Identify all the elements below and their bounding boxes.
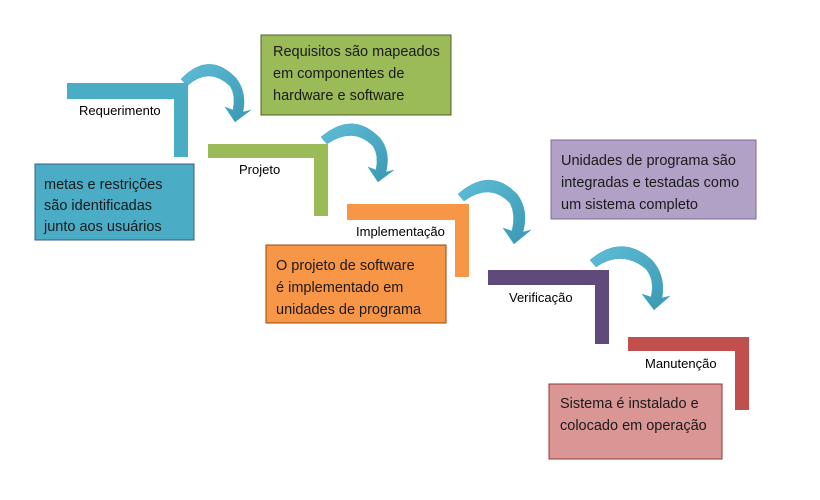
curved-arrow-3 (457, 179, 532, 245)
description-box-verificacao: Unidades de programa são integradas e te… (550, 139, 757, 220)
stage-label-implementacao: Implementação (356, 224, 445, 239)
box-bg-requerimento (34, 163, 195, 241)
box-line: Sistema é instalado e (560, 396, 699, 412)
box-line: integradas e testadas como (561, 175, 739, 191)
stage-label-requerimento: Requerimento (79, 103, 161, 118)
box-bg-verificacao (550, 139, 757, 220)
box-line: hardware e software (273, 88, 404, 104)
box-line: O projeto de software (276, 258, 415, 274)
connector-h-manutencao (628, 337, 749, 351)
description-box-implementacao: O projeto de software é implementado em … (265, 244, 447, 324)
box-bg-manutencao (548, 383, 723, 460)
box-bg-implementacao (265, 244, 447, 324)
connector-v-implementacao (455, 204, 469, 277)
description-box-manutencao: Sistema é instalado e colocado em operaç… (548, 383, 723, 460)
stage-label-projeto: Projeto (239, 162, 280, 177)
connector-h-requerimento (67, 83, 188, 99)
box-line: é implementado em (276, 280, 403, 296)
connector-v-projeto (314, 144, 328, 216)
stage-labels: Requerimento Projeto Implementação Verif… (79, 103, 717, 371)
curved-arrow-1 (180, 64, 252, 123)
connector-v-requerimento (174, 83, 188, 157)
box-line: unidades de programa (276, 302, 422, 318)
description-box-requerimento: metas e restrições são identificadas jun… (34, 163, 195, 241)
connector-h-projeto (208, 144, 328, 158)
stage-label-manutencao: Manutenção (645, 356, 717, 371)
box-line: Unidades de programa são (561, 153, 736, 169)
connector-v-manutencao (735, 337, 749, 410)
box-line: em componentes de (273, 66, 404, 82)
stage-label-verificacao: Verificação (509, 290, 573, 305)
box-line: Requisitos são mapeados (273, 44, 440, 60)
box-line: junto aos usuários (43, 219, 162, 235)
box-line: são identificadas (44, 198, 152, 214)
box-bg-projeto (260, 34, 452, 116)
box-line: metas e restrições (44, 177, 162, 193)
description-box-projeto: Requisitos são mapeados em componentes d… (260, 34, 452, 116)
curved-arrow-2 (320, 123, 395, 183)
curved-arrow-4 (589, 246, 671, 311)
connector-h-implementacao (347, 204, 469, 220)
box-line: um sistema completo (561, 197, 698, 213)
connector-h-verificacao (488, 270, 609, 285)
connector-v-verificacao (595, 270, 609, 344)
curved-arrows (180, 64, 671, 311)
description-boxes: metas e restrições são identificadas jun… (34, 34, 757, 460)
stage-connectors (67, 83, 749, 410)
box-line: colocado em operação (560, 418, 707, 434)
